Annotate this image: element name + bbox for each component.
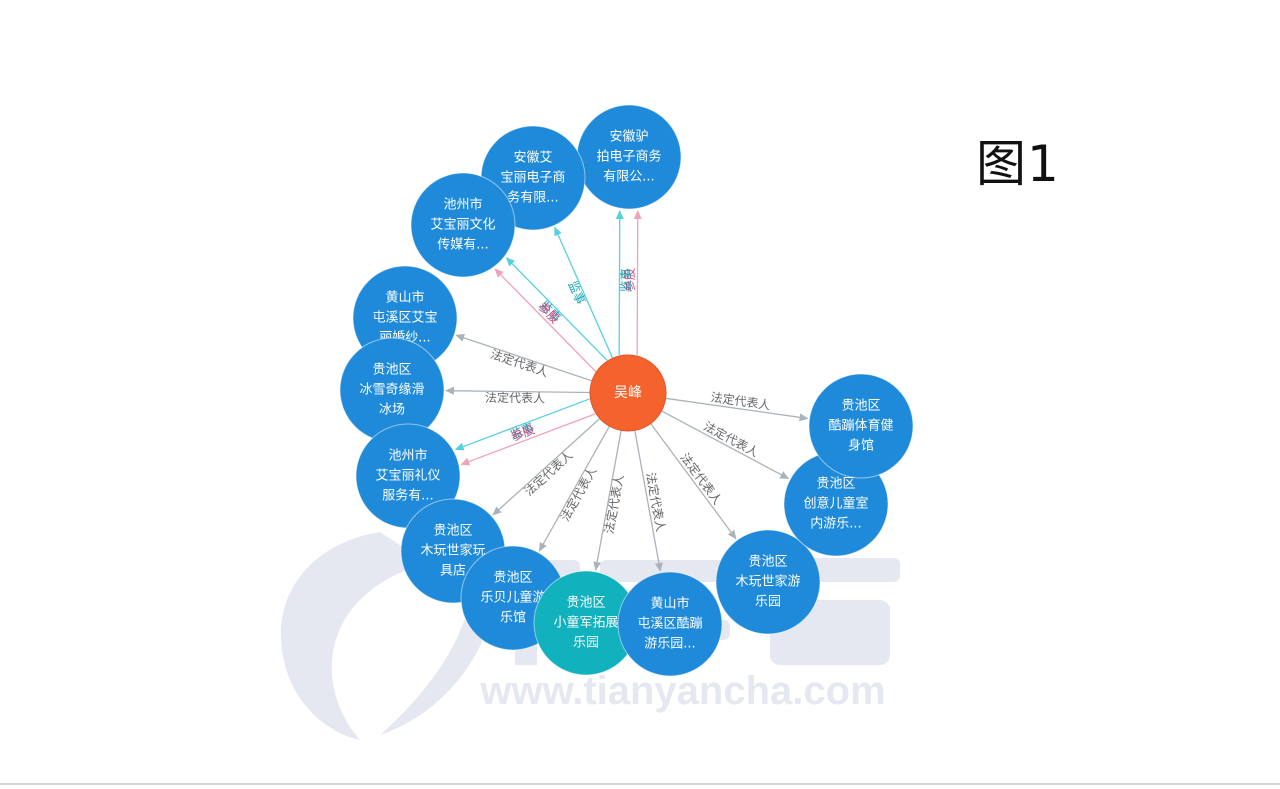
edge-shareholder-n1	[633, 210, 642, 356]
company-name-line: 池州市	[443, 197, 482, 213]
edge-label: 法定代表人	[521, 447, 576, 498]
edge-label: 参股	[535, 299, 563, 327]
company-name-line: 宝丽电子商	[500, 171, 565, 186]
company-node-n3[interactable]: 池州市艾宝丽文化传媒有...	[410, 172, 516, 278]
company-node-n6[interactable]: 池州市艾宝丽礼仪服务有...	[355, 423, 461, 529]
company-name-line: 冰雪奇缘滑	[359, 382, 424, 398]
person-circle[interactable]	[589, 354, 667, 432]
edges-layer	[444, 209, 809, 572]
edge-shareholder-n3	[494, 268, 597, 372]
edge-label: 参股	[622, 268, 637, 292]
company-name-line: 具店	[440, 564, 466, 579]
company-name-line: 贵池区	[841, 399, 880, 414]
edge-legal-n4	[455, 333, 593, 382]
figure-label: 图1	[976, 135, 1060, 193]
edge-label: 参股	[509, 421, 537, 444]
company-name-line: 小童军拓展	[553, 615, 618, 631]
company-name-line: 黄山市	[385, 290, 424, 306]
company-circle[interactable]	[410, 172, 516, 278]
company-name-line: 艾宝丽文化	[430, 218, 495, 233]
person-name: 吴峰	[614, 385, 642, 401]
company-name-line: 乐园	[755, 595, 781, 610]
company-node-n1[interactable]: 安徽驴拍电子商务有限公...	[576, 104, 682, 210]
company-name-line: 乐园	[573, 636, 599, 651]
edge-supervisor-n3	[505, 257, 608, 361]
company-name-line: 服务有...	[382, 488, 433, 504]
edge-legal-n10	[634, 430, 663, 572]
company-name-line: 安徽驴	[609, 129, 648, 145]
company-name-line: 乐馆	[500, 611, 526, 626]
company-name-line: 贵池区	[816, 477, 855, 492]
edge-label: 法定代表人	[678, 450, 726, 507]
company-name-line: 游乐园...	[644, 637, 695, 652]
company-name-line: 贵池区	[748, 555, 787, 570]
edge-legal-n9	[593, 430, 622, 571]
company-circle[interactable]	[617, 571, 723, 677]
company-name-line: 贵池区	[372, 363, 411, 378]
company-name-line: 黄山市	[650, 596, 689, 612]
company-name-line: 内游乐...	[810, 516, 861, 532]
company-name-line: 贵池区	[433, 524, 472, 539]
edge-label: 监事	[565, 279, 588, 307]
company-name-line: 酷蹦体育健	[828, 418, 893, 434]
company-name-line: 乐贝儿童游	[480, 590, 545, 606]
edge-supervisor-n1	[615, 209, 624, 355]
edge-supervisor-n6	[454, 398, 590, 451]
bottom-divider	[0, 783, 1280, 785]
company-circle[interactable]	[808, 373, 914, 479]
company-name-line: 贵池区	[566, 596, 605, 611]
company-circle[interactable]	[715, 529, 821, 635]
company-name-line: 有限公...	[603, 170, 654, 185]
company-name-line: 艾宝丽礼仪	[375, 468, 440, 484]
company-name-line: 贵池区	[493, 571, 532, 586]
edge-legal-n11	[650, 423, 737, 540]
edge-legal-n12	[661, 410, 790, 480]
edge-legal-n5	[444, 386, 591, 395]
edge-label: 监事	[619, 268, 633, 292]
company-name-line: 务有限...	[507, 190, 558, 206]
company-name-line: 屯溪区酷蹦	[637, 617, 702, 632]
edge-label: 法定代表人	[557, 464, 599, 524]
edge-label: 法定代表人	[489, 346, 551, 379]
company-name-line: 创意儿童室	[803, 496, 868, 512]
nodes-layer: 安徽驴拍电子商务有限公...安徽艾宝丽电子商务有限...池州市艾宝丽文化传媒有.…	[339, 104, 914, 677]
company-name-line: 拍电子商务	[596, 149, 661, 165]
edge-supervisor-n2	[554, 226, 614, 359]
company-name-line: 木玩世家游	[735, 574, 800, 590]
edge-label: 法定代表人	[701, 418, 761, 460]
watermark-url: www.tianyancha.com	[479, 669, 885, 713]
person-node-center[interactable]: 吴峰	[589, 354, 667, 432]
company-node-n10[interactable]: 黄山市屯溪区酷蹦游乐园...	[617, 571, 723, 677]
edge-legal-n13	[665, 397, 809, 422]
edge-label: 法定代表人	[485, 390, 545, 406]
company-name-line: 传媒有...	[437, 238, 488, 253]
edge-legal-n7	[492, 417, 601, 516]
company-name-line: 身馆	[848, 438, 874, 454]
company-name-line: 冰场	[379, 403, 405, 418]
company-name-line: 安徽艾	[513, 151, 552, 166]
company-name-line: 木玩世家玩	[420, 543, 485, 559]
edge-label: 法定代表人	[601, 473, 626, 535]
company-name-line: 池州市	[388, 448, 427, 464]
company-name-line: 屯溪区艾宝	[372, 311, 437, 326]
edge-shareholder-n6	[460, 413, 596, 466]
edge-legal-n8	[538, 425, 610, 552]
edge-label: 法定代表人	[643, 471, 668, 533]
